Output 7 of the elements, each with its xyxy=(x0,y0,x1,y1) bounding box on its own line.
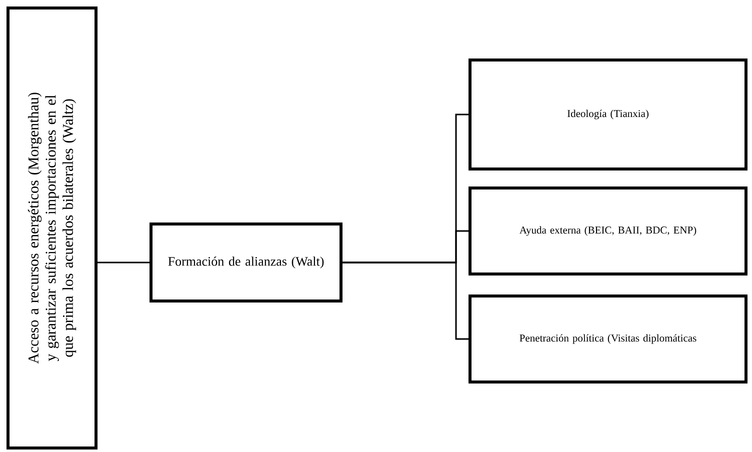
process-box: Ideología (Tianxia) xyxy=(468,58,748,170)
connector-line xyxy=(342,262,468,340)
process-box: Penetración política (Visitas diplomáticas xyxy=(468,294,748,384)
process-box: Formación de alianzas (Walt) xyxy=(150,222,342,302)
process-box: Ayuda externa (BEIC, BAII, BDC, ENP) xyxy=(468,186,748,276)
connector-line xyxy=(98,262,150,264)
process-box: Acceso a recursos energéticos (Morgenthau) y garantizar suficientes importaciones en el que prima los acuerdos bilaterales (Waltz) xyxy=(6,6,98,450)
